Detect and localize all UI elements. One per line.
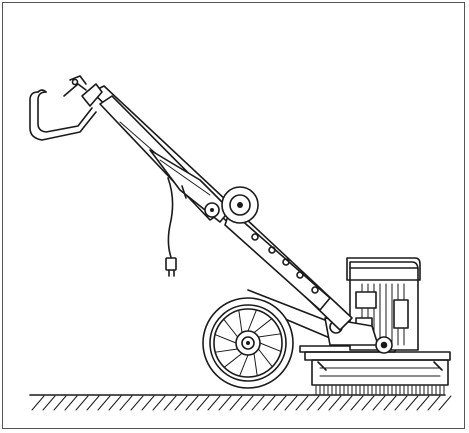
ground-hatch-line bbox=[251, 395, 265, 411]
wheel-spoke bbox=[257, 348, 273, 368]
wheel-spoke bbox=[239, 354, 249, 377]
wheel-spoke bbox=[259, 342, 282, 352]
wheel bbox=[202, 297, 294, 389]
ground-hatch-line bbox=[53, 395, 67, 411]
ground-hatch-line bbox=[185, 395, 199, 411]
grinding-head bbox=[299, 345, 451, 395]
ground-hatch-line bbox=[75, 395, 89, 411]
ground-hatch-line bbox=[141, 395, 155, 411]
ground-hatch-line bbox=[163, 395, 177, 411]
ground-hatch-line bbox=[196, 395, 210, 411]
wheel-spoke bbox=[253, 318, 273, 334]
ground-hatch-line bbox=[152, 395, 166, 411]
ground-hatch-line bbox=[405, 395, 419, 411]
ground-hatch-line bbox=[86, 395, 100, 411]
ground-hatch-line bbox=[108, 395, 122, 411]
handle-pivot bbox=[204, 186, 259, 224]
wheel-spoke bbox=[238, 309, 243, 334]
ground-hatch-line bbox=[427, 395, 441, 411]
ground-hatch-line bbox=[218, 395, 232, 411]
ground-hatch-line bbox=[207, 395, 221, 411]
ground-hatch-line bbox=[317, 395, 331, 411]
ground-hatch-line bbox=[328, 395, 342, 411]
ground-hatch-line bbox=[394, 395, 408, 411]
ground-hatch-line bbox=[273, 395, 287, 411]
handlebar-grip bbox=[29, 75, 103, 141]
ground-hatch-line bbox=[284, 395, 298, 411]
ground-hatch-line bbox=[240, 395, 254, 411]
wheel-spoke bbox=[214, 348, 239, 353]
ground-hatch-line bbox=[361, 395, 375, 411]
wheel-spoke bbox=[247, 309, 257, 332]
ground-hatch-line bbox=[262, 395, 276, 411]
wheel-spoke bbox=[223, 352, 243, 368]
wheel-spoke bbox=[257, 333, 282, 338]
ground-hatch-line bbox=[174, 395, 188, 411]
wheel-spoke bbox=[223, 318, 239, 338]
ground-hatch-line bbox=[306, 395, 320, 411]
ground-hatch-line bbox=[339, 395, 353, 411]
wheel-spoke bbox=[253, 352, 258, 377]
ground-hatch-line bbox=[383, 395, 397, 411]
ground-hatch-line bbox=[119, 395, 133, 411]
ground-hatch-line bbox=[97, 395, 111, 411]
ground-hatch-line bbox=[295, 395, 309, 411]
ground-hatch-line bbox=[372, 395, 386, 411]
ground-hatch-line bbox=[438, 395, 452, 411]
ground-hatch-line bbox=[416, 395, 430, 411]
ground-hatch-line bbox=[31, 395, 45, 411]
power-cord bbox=[165, 177, 187, 277]
ground-hatch-line bbox=[42, 395, 56, 411]
ground-hatch-line bbox=[229, 395, 243, 411]
wheel-spoke bbox=[214, 334, 237, 344]
ground-hatch-line bbox=[130, 395, 144, 411]
ground-hatch-line bbox=[64, 395, 78, 411]
ground-hatch-line bbox=[350, 395, 364, 411]
ground bbox=[29, 394, 452, 411]
